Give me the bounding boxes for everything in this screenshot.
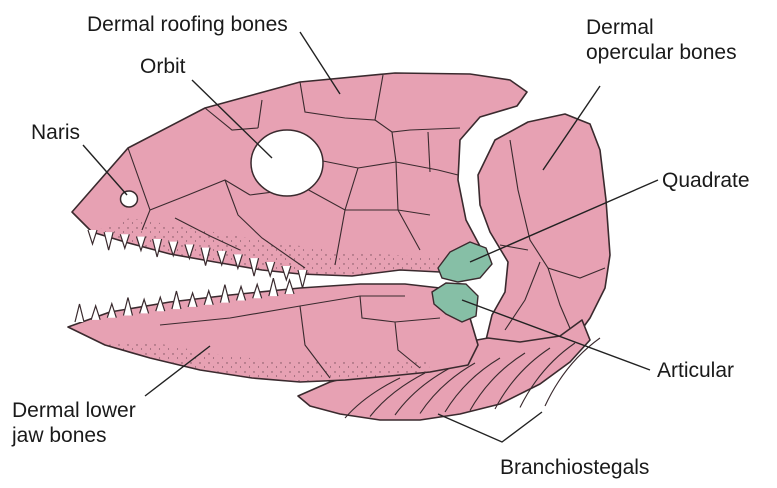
lower-tooth — [220, 285, 229, 303]
label-orbit: Orbit — [140, 54, 186, 79]
label-dermal-lower-jaw-bones: Dermal lower jaw bones — [12, 398, 136, 448]
upper-tooth — [104, 232, 113, 250]
label-dermal-opercular-line2: opercular bones — [586, 40, 737, 65]
label-lower-jaw-line1: Dermal lower — [12, 398, 136, 423]
label-dermal-opercular-bones: Dermal opercular bones — [586, 15, 737, 65]
lower-tooth — [172, 291, 181, 309]
label-branchiostegals: Branchiostegals — [500, 455, 649, 480]
upper-tooth — [88, 230, 97, 244]
lower-tooth — [91, 306, 100, 320]
lower-tooth — [269, 278, 278, 296]
lower-tooth — [75, 304, 84, 322]
label-dermal-roofing-bones: Dermal roofing bones — [87, 12, 288, 37]
label-lower-jaw-line2: jaw bones — [12, 423, 136, 448]
opercular-series — [478, 114, 610, 360]
lower-tooth — [123, 298, 132, 316]
dermal-opercular-bones — [478, 114, 610, 360]
label-dermal-opercular-line1: Dermal — [586, 15, 737, 40]
lower-jaw — [68, 278, 478, 382]
label-quadrate: Quadrate — [662, 168, 750, 193]
label-naris: Naris — [31, 120, 80, 145]
orbit-opening — [251, 130, 323, 196]
lower-tooth — [285, 280, 294, 294]
label-articular: Articular — [657, 358, 734, 383]
naris-opening — [121, 191, 138, 207]
branchiostegals-bracket — [438, 412, 542, 442]
upper-tooth — [298, 270, 307, 288]
